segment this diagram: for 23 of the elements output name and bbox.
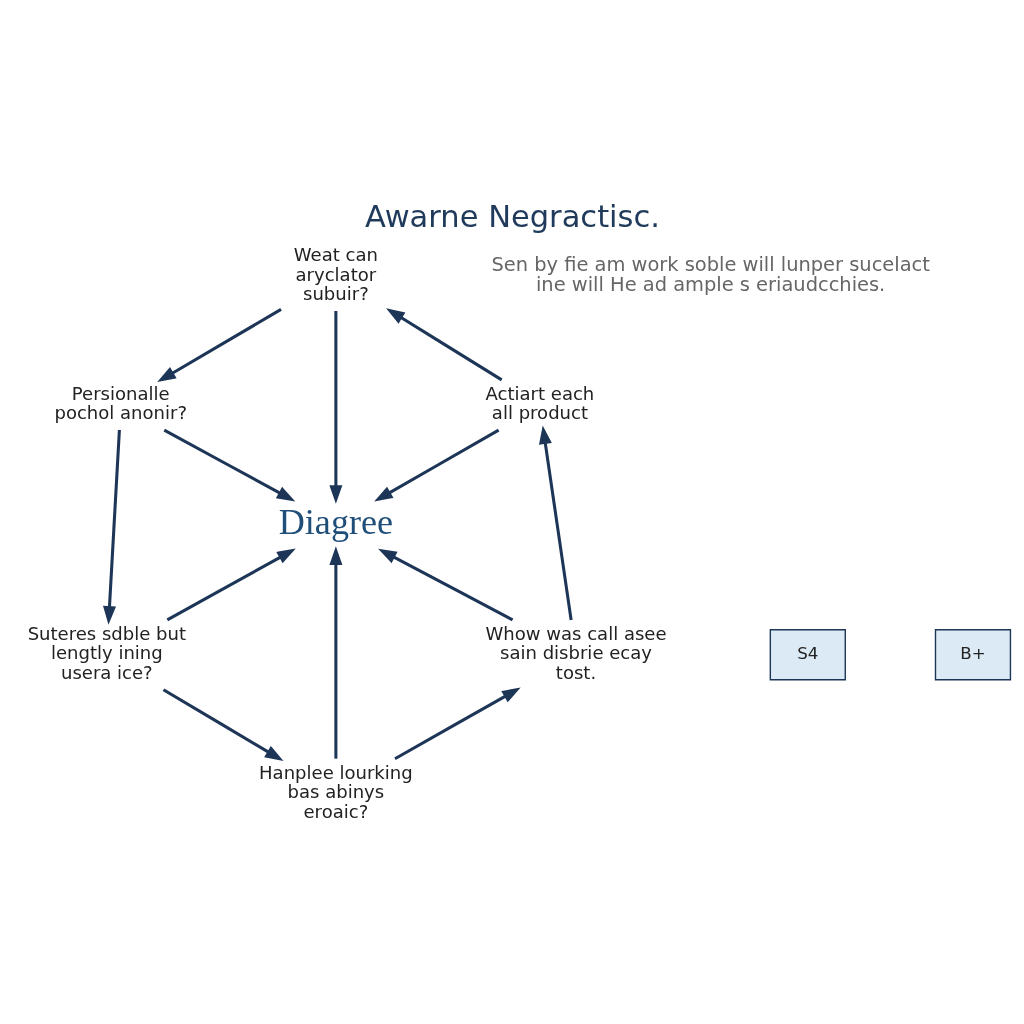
arrow	[328, 310, 342, 504]
node-text: Persionalle pochol anonir?	[53, 382, 187, 423]
arrow	[102, 429, 121, 625]
node-text: Hanplee lourking bas abinys eroaic?	[258, 761, 413, 822]
arrow	[156, 307, 282, 382]
arrow	[162, 687, 283, 761]
node-text: Whow was call asee sain disbrie ecay tost.	[484, 622, 667, 683]
node-text: Weat can aryclator subuir?	[293, 243, 378, 304]
arrow	[373, 428, 499, 502]
label: S4	[796, 643, 818, 663]
arrow	[538, 424, 573, 620]
arrow	[328, 545, 342, 759]
node-text: Suteres sdble but lengtly ining usera ice?	[27, 622, 186, 683]
arrow	[393, 687, 521, 760]
node-text: Actiart each all product	[485, 382, 594, 423]
arrow	[163, 428, 295, 501]
label: B+	[959, 643, 986, 663]
caption: Sen by fie am work soble will lunper sucelact ine will He ad ample s eriaudcchies.	[490, 252, 930, 296]
arrow	[377, 548, 513, 621]
arrow	[166, 548, 296, 621]
diagram-title: Awarne Negractisc.	[364, 198, 660, 234]
arrow	[385, 307, 502, 381]
node-text: Diagree	[278, 501, 393, 542]
